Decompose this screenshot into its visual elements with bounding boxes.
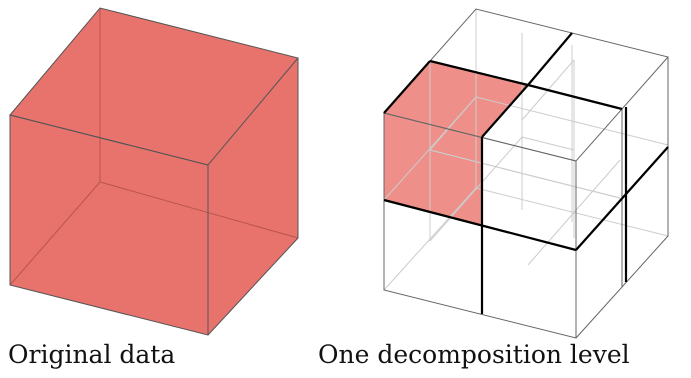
original-data-cube [9,7,299,336]
decomposition-lines [383,32,669,314]
caption-original-data: Original data [8,340,176,369]
decomposed-cube [383,8,669,339]
left-cube-right-face [208,58,298,335]
left-cube-front-face [10,115,208,335]
interior-grid [383,9,669,291]
left-cube-top-face [10,8,298,165]
highlighted-subcube [384,61,528,225]
caption-decomposition-level: One decomposition level [318,340,630,369]
